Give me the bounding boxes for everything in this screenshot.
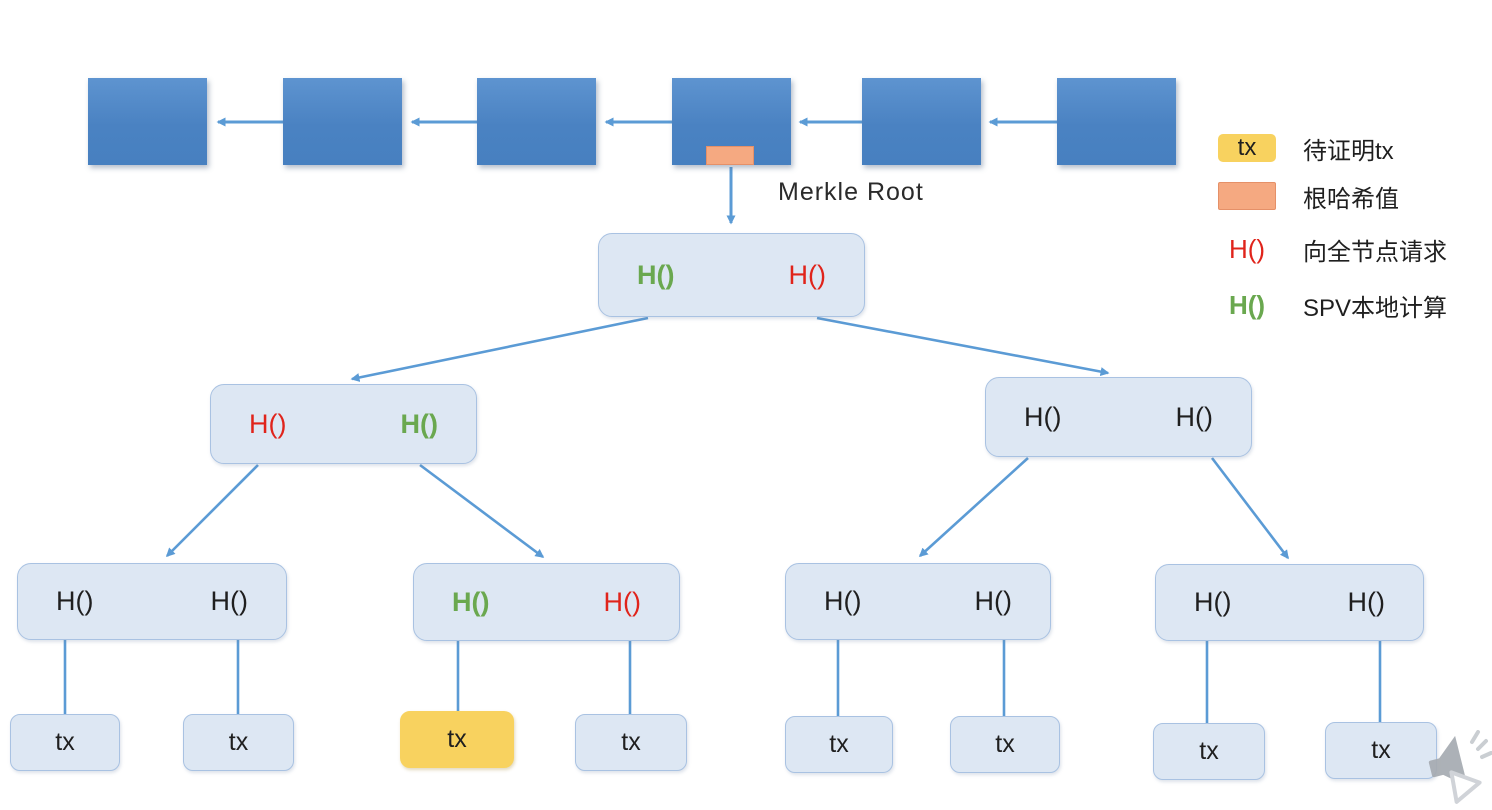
hash-label-right: H() <box>1347 587 1385 617</box>
blockchain-block-3 <box>477 78 596 165</box>
leaf-tx-8: tx <box>1325 722 1437 779</box>
legend-label: 根哈希值 <box>1303 185 1399 213</box>
blockchain-block-1 <box>88 78 207 165</box>
legend-swatch-pending-tx: tx <box>1218 134 1276 162</box>
legend-swatch-root-hash <box>1218 182 1276 210</box>
merkle-node-l3-3: H() H() <box>785 563 1051 640</box>
legend-label: 向全节点请求 <box>1303 238 1447 266</box>
merkle-root-hash-marker <box>706 146 754 165</box>
leaf-tx-5: tx <box>785 716 893 773</box>
audio-play-control[interactable] <box>1424 724 1492 810</box>
legend-item-hash-requested: H() 向全节点请求 <box>1218 233 1447 266</box>
play-icon <box>1449 770 1482 804</box>
legend-label: 待证明tx <box>1303 137 1394 165</box>
legend-swatch-hash-local: H() <box>1228 289 1266 320</box>
legend-label: SPV本地计算 <box>1303 294 1448 322</box>
legend-item-hash-local: H() SPV本地计算 <box>1218 289 1448 322</box>
hash-label-left: H() <box>56 586 94 616</box>
hash-label-left: H() <box>1194 587 1232 617</box>
merkle-node-l3-2: H() H() <box>413 563 680 641</box>
leaf-tx-7: tx <box>1153 723 1265 780</box>
hash-label-right: H() <box>400 408 438 439</box>
legend-swatch-hash-requested: H() <box>1228 233 1266 264</box>
hash-label-left: H() <box>249 408 287 439</box>
hash-label-right: H() <box>1175 401 1213 432</box>
blockchain-block-4 <box>672 78 791 165</box>
hash-label-right: H() <box>788 259 826 290</box>
leaf-tx-3-highlighted: tx <box>400 711 514 768</box>
legend-item-pending-tx: tx 待证明tx <box>1218 133 1394 165</box>
hash-label-right: H() <box>603 586 641 617</box>
merkle-node-l2-right: H() H() <box>985 377 1252 457</box>
hash-label-right: H() <box>210 586 248 616</box>
merkle-node-l3-4: H() H() <box>1155 564 1424 641</box>
hash-label-left: H() <box>824 586 862 616</box>
legend-item-root-hash: 根哈希值 <box>1218 181 1399 213</box>
merkle-node-l3-1: H() H() <box>17 563 287 640</box>
blockchain-block-5 <box>862 78 981 165</box>
merkle-node-l2-left: H() H() <box>210 384 477 464</box>
leaf-tx-1: tx <box>10 714 120 771</box>
blockchain-block-2 <box>283 78 402 165</box>
sound-wave-icon <box>1470 730 1492 759</box>
merkle-node-root: H() H() <box>598 233 865 317</box>
hash-label-left: H() <box>637 259 675 290</box>
hash-label-right: H() <box>974 586 1012 616</box>
hash-label-left: H() <box>1024 401 1062 432</box>
hash-label-left: H() <box>452 586 490 617</box>
leaf-tx-2: tx <box>183 714 294 771</box>
leaf-tx-4: tx <box>575 714 687 771</box>
blockchain-block-6 <box>1057 78 1176 165</box>
leaf-tx-6: tx <box>950 716 1060 773</box>
merkle-root-label: Merkle Root <box>778 178 924 206</box>
